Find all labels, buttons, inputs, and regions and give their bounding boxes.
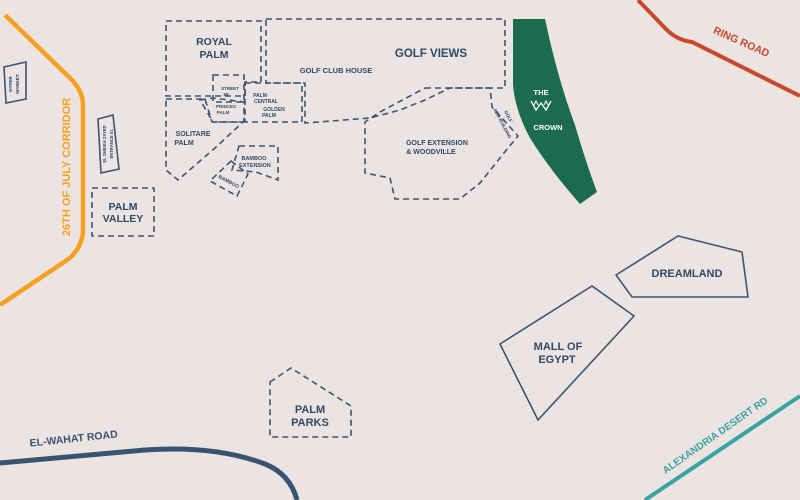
- street-88-label-2: 88: [223, 92, 229, 97]
- palm-valley-label-2: VALLEY: [103, 213, 144, 225]
- el-wahat-road: [0, 446, 300, 500]
- royal-palm-label-2: PALM: [200, 49, 229, 61]
- palm-parks-label-1: PALM: [295, 404, 325, 416]
- golf-extension-zone: [364, 87, 520, 200]
- the-crown-label-2: CROWN: [533, 123, 562, 132]
- princes-palm-label-1: PRINCES: [216, 104, 236, 109]
- princes-palm-label-2: PALM: [217, 110, 230, 115]
- palm-valley-label-1: PALM: [109, 201, 138, 213]
- bamboo-extension-label-1: BAMBOO: [241, 156, 267, 162]
- el-sheikh-zayed-label-2: ENTRANCE 01: [109, 129, 114, 159]
- street-88-zone: [212, 74, 245, 103]
- princes-palm-zone: [198, 97, 245, 123]
- palm-parks-zone: [269, 367, 352, 438]
- mall-of-egypt-zone: [498, 285, 636, 422]
- the-crown-label-1: THE: [534, 88, 549, 97]
- crown-logo-icon: [530, 99, 552, 112]
- ring-road: [636, 0, 800, 98]
- solitaire-palm-label-1: SOLITARE: [176, 131, 211, 138]
- bamboo-extension-zone: [230, 145, 279, 182]
- golden-palm-label-2: PALM: [262, 113, 276, 119]
- golden-palm-label-1: GOLDEN: [263, 107, 285, 113]
- hyper-market-zone: [3, 60, 27, 104]
- corridor-road: [0, 13, 86, 307]
- solitaire-palm-label-2: PALM: [174, 140, 193, 147]
- golf-club-house-label: GOLF CLUB HOUSE: [300, 66, 373, 75]
- el-sheikh-zayed-label-1: EL SHEIKH ZAYED: [102, 125, 107, 162]
- dreamland-label: DREAMLAND: [652, 268, 723, 280]
- golf-extension-label-1: GOLF EXTENSION: [406, 140, 468, 147]
- the-crown-zone: [513, 19, 597, 204]
- palm-central-label-1: PALM: [253, 93, 267, 99]
- alexandria-road-label: ALEXANDRIA DESERT RD: [661, 395, 770, 476]
- bamboo-zone: [208, 159, 250, 198]
- mall-of-egypt-label-2: EGYPT: [538, 354, 576, 366]
- solitaire-palm-zone: [165, 98, 246, 182]
- alexandria-road: [643, 394, 800, 500]
- hyper-market-label-2: MARKET: [15, 74, 20, 93]
- golf-extension-label-2: & WOODVILLE: [406, 149, 456, 156]
- golf-adm-building-label-1: GOLF: [503, 110, 513, 124]
- palm-parks-label-2: PARKS: [291, 417, 329, 429]
- palm-central-zone: [244, 82, 303, 123]
- el-wahat-road-label: EL-WAHAT ROAD: [29, 428, 119, 449]
- royal-palm-zone: [165, 20, 262, 97]
- palm-valley-zone: [91, 187, 155, 237]
- bamboo-extension-label-2: EXTENSION: [239, 163, 271, 169]
- el-sheikh-zayed-entrance-zone: [97, 113, 120, 174]
- corridor-road-label: 26TH OF JULY CORRIDOR: [61, 98, 73, 236]
- street-88-label-1: STREET: [221, 86, 239, 91]
- dreamland-zone: [614, 235, 749, 298]
- palm-central-label-2: CENTRAL: [254, 99, 278, 105]
- golf-views-zone: [265, 18, 506, 124]
- bamboo-label: BAMBOO: [217, 174, 240, 190]
- hyper-market-label-1: HYPER: [8, 76, 13, 92]
- golf-views-label: GOLF VIEWS: [395, 48, 468, 60]
- mall-of-egypt-label-1: MALL OF: [534, 341, 583, 353]
- royal-palm-label-1: ROYAL: [196, 36, 232, 48]
